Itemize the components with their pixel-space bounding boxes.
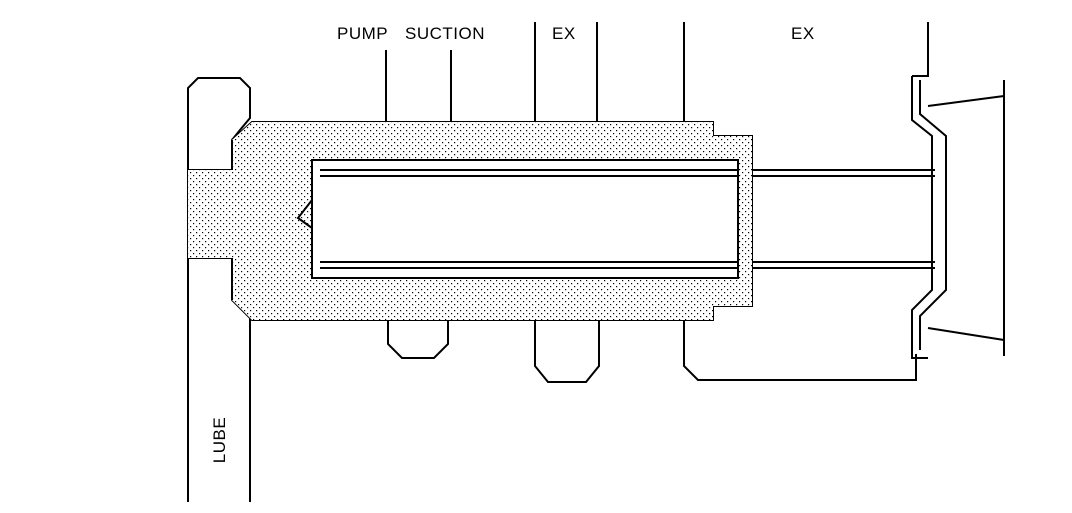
end-plug-inner: [920, 80, 946, 350]
exhaust-label-left: EX: [552, 24, 576, 43]
right-wall-upper: [928, 96, 1004, 106]
bore-edge: [311, 159, 739, 279]
lower-port-ex1: [535, 320, 599, 382]
lube-label: LUBE: [210, 416, 229, 464]
right-wall-lower: [928, 328, 1004, 340]
lower-port-ex2: [684, 320, 916, 380]
bore-tip: [298, 200, 312, 228]
exhaust-label-right: EX: [791, 24, 815, 43]
suction-label: SUCTION: [405, 24, 485, 43]
lower-port-pump: [388, 320, 448, 358]
valve-body-fill: [188, 122, 752, 320]
pump-label: PUMP: [337, 24, 389, 43]
end-plug: [912, 22, 932, 358]
